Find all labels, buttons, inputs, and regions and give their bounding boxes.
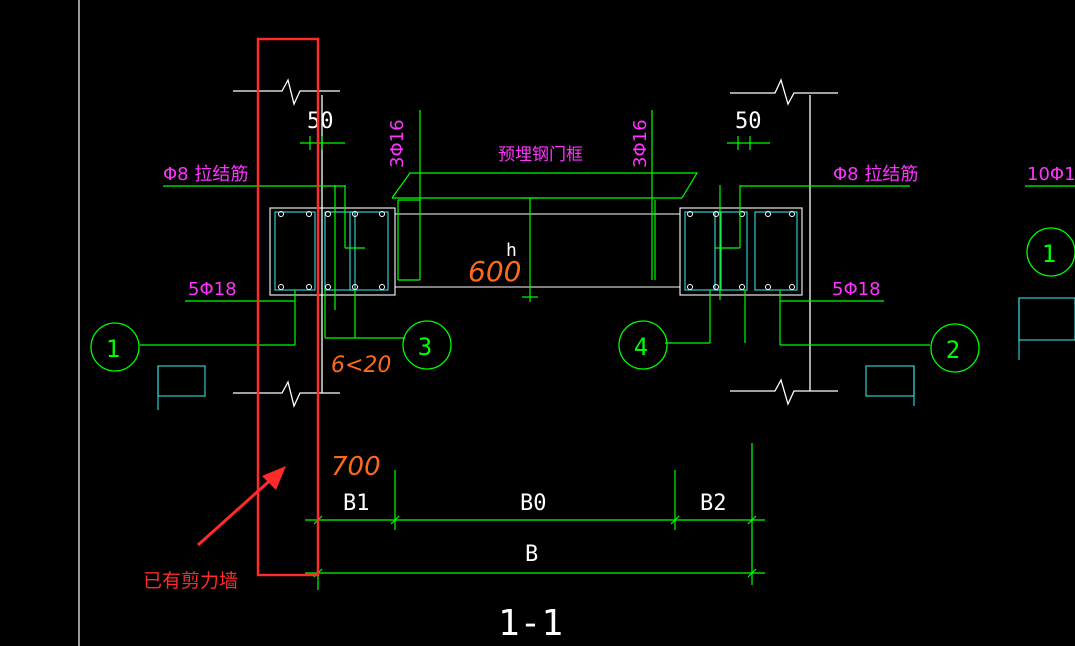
- callout-2-label: 2: [946, 336, 960, 364]
- dim-b-total: B: [525, 542, 538, 567]
- dimension-texts: 50 50 B1 B0 B2 B 1-1 h: [307, 109, 762, 644]
- dim-b2: B2: [700, 491, 727, 516]
- existing-wall-annotation: 已有剪力墙: [143, 37, 320, 592]
- annotation-arrow-head: [262, 466, 286, 490]
- annotation-arrow-shaft: [196, 474, 277, 547]
- handwritten-700: 700: [331, 452, 381, 482]
- detail-box-left: [157, 365, 206, 397]
- stirrup-r2: [714, 211, 748, 291]
- right-tie-label: Φ8 拉结筋: [833, 164, 918, 185]
- handwritten-stirrup: 6<20: [331, 353, 391, 378]
- stirrup-l3: [349, 211, 389, 291]
- beam-outline: [269, 207, 803, 296]
- callout-circle-2: [930, 323, 980, 373]
- rebar-labels: Φ8 拉结筋 Φ8 拉结筋 5Φ18 5Φ18 10Φ18 预埋钢门框 3Φ16…: [163, 119, 1075, 300]
- left-column-outline: [269, 207, 396, 296]
- rebar-dots: [278, 211, 795, 290]
- callout-far-right-label: 1: [1042, 240, 1056, 268]
- stirrup-l1: [274, 211, 316, 291]
- callout-circle-far-right: [1026, 227, 1075, 277]
- callout-circle-4: [618, 320, 668, 370]
- embedded-frame-label: 预埋钢门框: [498, 145, 583, 165]
- callout-1-label: 1: [106, 335, 120, 363]
- break-line-top-right: [730, 78, 838, 106]
- left-top-bar-label: 3Φ16: [387, 119, 408, 168]
- dim-b0: B0: [520, 491, 547, 516]
- callout-4-label: 4: [634, 333, 648, 361]
- stirrup-r1: [684, 211, 722, 291]
- left-main-label: 5Φ18: [188, 279, 237, 300]
- detail-box-far-right: [1018, 297, 1075, 341]
- callout-numbers: 1 3 4 2 1: [106, 240, 1056, 364]
- handwritten-600: 600: [468, 255, 521, 288]
- handwritten-notes: 600 6<20 700: [331, 255, 521, 482]
- section-title: 1-1: [498, 603, 563, 644]
- stirrup-l2: [324, 211, 356, 291]
- green-linework: [140, 110, 1075, 590]
- left-tie-label: Φ8 拉结筋: [163, 164, 248, 185]
- right-column-outline: [679, 207, 803, 296]
- break-line-bottom-left: [233, 380, 340, 408]
- right-main-label: 5Φ18: [832, 279, 881, 300]
- callout-circle-1: [90, 322, 140, 372]
- callout-circles: [90, 227, 1075, 373]
- wall-highlight-box: [256, 37, 320, 577]
- existing-wall-note: 已有剪力墙: [143, 570, 238, 592]
- break-line-top-left: [233, 78, 340, 106]
- stirrup-r3: [754, 211, 798, 291]
- height-symbol: h: [506, 240, 517, 261]
- dim-right-50: 50: [735, 109, 762, 134]
- dim-b1: B1: [343, 491, 370, 516]
- far-right-label: 10Φ18: [1027, 164, 1075, 185]
- right-top-bar-label: 3Φ16: [630, 119, 651, 168]
- break-line-bottom-right: [730, 378, 838, 406]
- callout-3-label: 3: [418, 333, 432, 361]
- callout-circle-3: [402, 320, 452, 370]
- detail-box-right: [865, 365, 915, 397]
- dim-left-50: 50: [307, 109, 334, 134]
